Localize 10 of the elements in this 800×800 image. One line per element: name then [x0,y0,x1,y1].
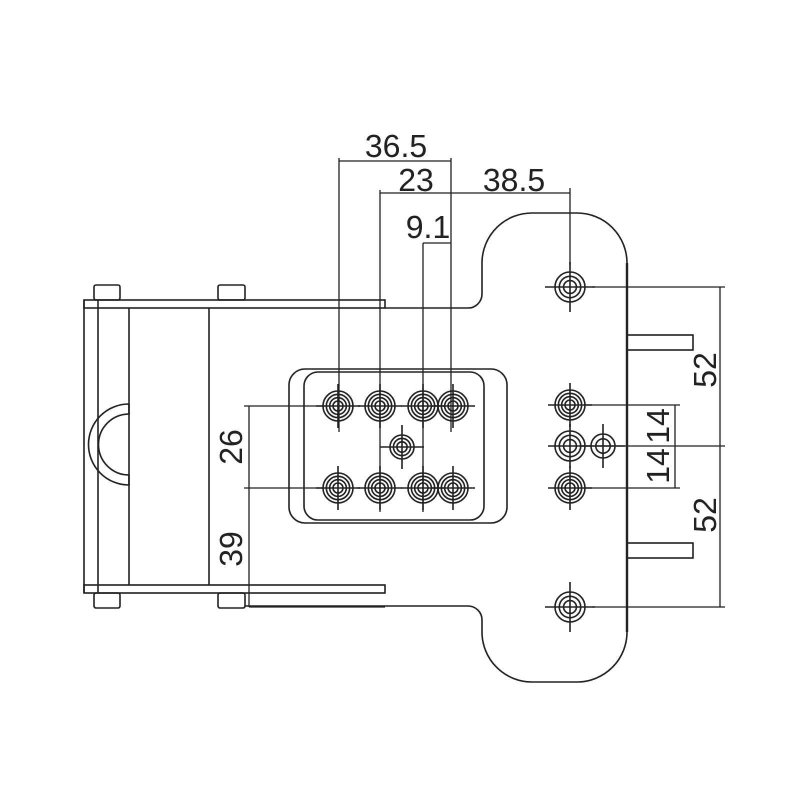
dimension-label: 14 [642,408,674,444]
dimension-label: 52 [689,352,721,388]
dimension-label: 26 [215,429,247,465]
dimension-label: 52 [689,497,721,533]
dimension-label: 39 [215,531,247,567]
dimension-label: 9.1 [406,211,450,243]
dimension-label: 14 [642,448,674,484]
dimension-label: 23 [398,164,434,196]
dimension-label: 38.5 [482,164,546,196]
dimension-label: 36.5 [364,130,428,162]
